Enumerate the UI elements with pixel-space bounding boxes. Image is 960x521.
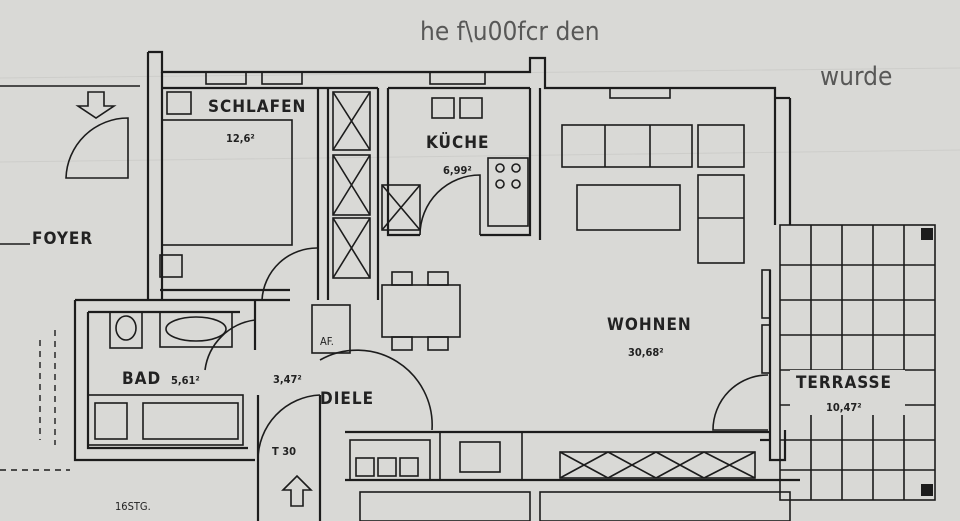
room-label-schlafen: SCHLAFEN	[208, 97, 306, 117]
room-area-kueche: 6,99²	[443, 164, 472, 177]
room-label-wohnen: WOHNEN	[607, 315, 692, 335]
room-label-bad: BAD	[122, 369, 161, 389]
room-area-schlafen: 12,6²	[226, 132, 255, 145]
room-label-diele: DIELE	[320, 389, 374, 409]
shaft-label-af: AF.	[320, 335, 334, 348]
room-area-bad: 5,61²	[171, 374, 200, 387]
room-area-wohnen: 30,68²	[628, 346, 664, 359]
walls	[0, 50, 800, 521]
background-text: he f\u00fcr den wurde	[0, 17, 960, 163]
stairwell-label: 16STG.	[115, 500, 151, 513]
room-area-terrasse: 10,47²	[826, 401, 862, 414]
room-label-kueche: KÜCHE	[426, 131, 489, 153]
svg-text:wurde: wurde	[820, 62, 892, 92]
room-label-foyer: FOYER	[32, 229, 93, 249]
room-area-diele: 3,47²	[273, 373, 302, 386]
svg-text:he f\u00fcr den: he f\u00fcr den	[420, 17, 600, 47]
stair-door-label: T 30	[272, 445, 296, 458]
room-label-terrasse: TERRASSE	[796, 373, 892, 393]
terrace-grid	[779, 224, 936, 501]
